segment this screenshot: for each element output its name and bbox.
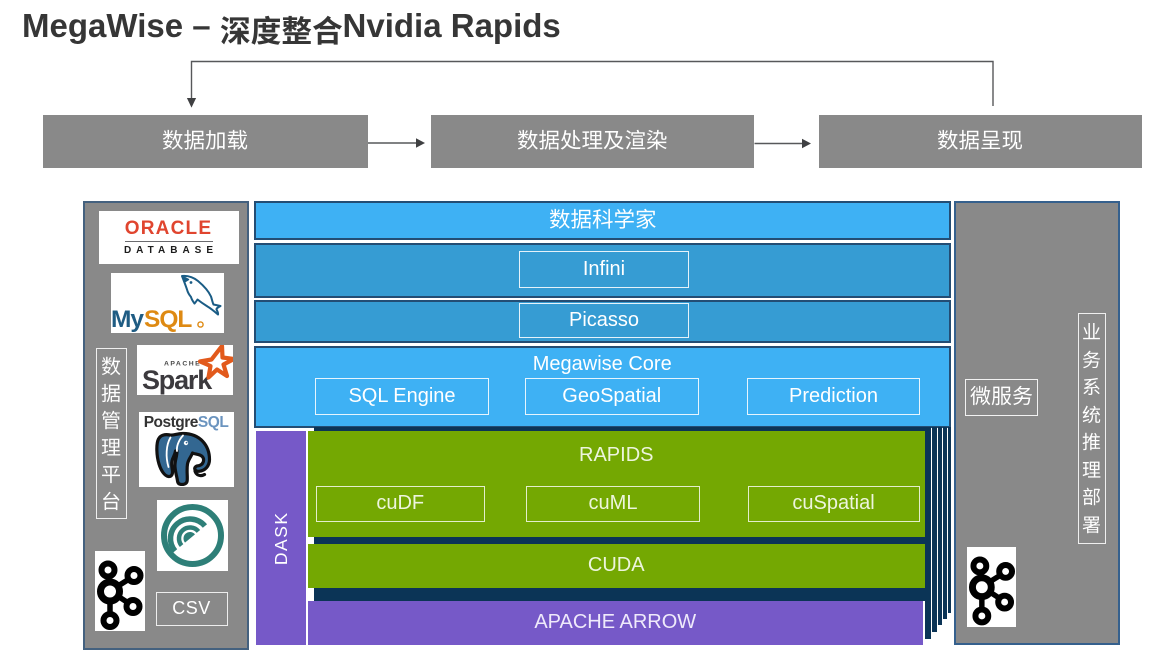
postgresql-logo-text-sql: SQL bbox=[197, 413, 229, 431]
sql-engine-button: SQL Engine bbox=[315, 378, 489, 415]
kafka-logo bbox=[94, 550, 145, 631]
cuspatial-button-label: cuSpatial bbox=[792, 492, 875, 515]
microservice-box bbox=[964, 379, 1038, 416]
flow-box-label bbox=[162, 129, 248, 154]
picasso-button: Picasso bbox=[519, 302, 689, 338]
data-management-platform-label bbox=[97, 349, 126, 518]
spark-logo-text: Spark bbox=[142, 365, 213, 395]
microservice-label bbox=[969, 385, 1033, 409]
business-system-deployment-box bbox=[1077, 312, 1106, 544]
mysql-logo-text-my: My bbox=[111, 306, 144, 333]
cudf-button: cuDF bbox=[316, 485, 485, 522]
data-management-panel: ORACLE DATABASE My SQL bbox=[83, 201, 249, 650]
csv-box: CSV bbox=[155, 591, 228, 626]
dask-bar: DASK bbox=[255, 430, 306, 645]
geospatial-button-label: GeoSpatial bbox=[562, 384, 662, 407]
flow-box-data-presentation bbox=[818, 115, 1142, 168]
oracle-logo-subtext: DATABASE bbox=[123, 244, 219, 256]
spark-logo-apache-text: APACHE bbox=[164, 360, 201, 367]
oracle-logo-rule bbox=[124, 241, 213, 243]
data-scientist-label bbox=[549, 208, 657, 233]
arrow-2-head-icon bbox=[802, 138, 811, 149]
flow-box-data-processing-rendering bbox=[430, 115, 754, 168]
megawise-core-title: Megawise Core bbox=[532, 353, 672, 375]
kafka-logo bbox=[966, 547, 1016, 627]
apache-arrow-label: APACHE ARROW bbox=[534, 611, 697, 634]
stack-3d-layer bbox=[932, 427, 937, 632]
postgresql-elephant-icon bbox=[154, 431, 211, 486]
stack-3d-layer bbox=[943, 427, 947, 619]
apache-arrow-bar: APACHE ARROW bbox=[307, 601, 923, 645]
infini-button-label: Infini bbox=[582, 257, 626, 280]
cuda-arrow-separator bbox=[314, 588, 931, 601]
prediction-button: Prediction bbox=[747, 378, 920, 415]
cuda-label: CUDA bbox=[587, 554, 645, 577]
green-block-top-border bbox=[314, 427, 931, 431]
flow-box-label bbox=[937, 129, 1023, 154]
mysql-logo: My SQL bbox=[110, 273, 224, 333]
kafka-icon bbox=[968, 556, 1015, 626]
slide-title: MegaWise – Nvidia Rapids bbox=[22, 6, 561, 45]
rapids-section: RAPIDS cuDF cuML cuSpatial bbox=[307, 430, 925, 537]
kafka-icon bbox=[96, 560, 143, 630]
spark-star-icon bbox=[197, 344, 233, 380]
data-scientist-bar bbox=[254, 200, 951, 240]
oracle-logo-text: ORACLE bbox=[124, 218, 213, 240]
cudf-button-label: cuDF bbox=[376, 492, 425, 515]
cuda-bar: CUDA bbox=[307, 543, 925, 588]
picasso-bar: Picasso bbox=[254, 300, 951, 343]
geospatial-button: GeoSpatial bbox=[525, 378, 699, 415]
postgresql-logo: PostgreSQL bbox=[138, 411, 234, 487]
stack-3d-layer bbox=[937, 427, 942, 625]
postgresql-logo-text: PostgreSQL bbox=[139, 414, 234, 432]
flow-box-data-loading bbox=[43, 115, 368, 168]
prediction-button-label: Prediction bbox=[789, 384, 878, 407]
flow-box-label bbox=[517, 129, 668, 154]
mysql-logo-dot bbox=[196, 321, 204, 328]
stack-3d-layer bbox=[925, 427, 931, 639]
oracle-database-logo: ORACLE DATABASE bbox=[98, 211, 239, 264]
infini-bar: Infini bbox=[254, 242, 951, 298]
mysql-dolphin-icon bbox=[180, 274, 221, 316]
greenplum-logo bbox=[156, 499, 228, 571]
mysql-logo-text-sql: SQL bbox=[144, 306, 192, 333]
megawise-core-panel: Megawise Core SQL Engine GeoSpatial Pred… bbox=[254, 346, 951, 428]
business-system-panel bbox=[954, 201, 1120, 645]
apache-spark-logo: APACHE Spark bbox=[136, 344, 233, 395]
cuml-button-label: cuML bbox=[588, 492, 638, 515]
postgresql-logo-text-postgre: Postgre bbox=[143, 413, 199, 431]
picasso-button-label: Picasso bbox=[568, 308, 640, 331]
sql-engine-button-label: SQL Engine bbox=[348, 384, 456, 407]
arrow-1-head-icon bbox=[416, 138, 425, 148]
data-management-platform-box bbox=[95, 347, 127, 519]
greenplum-swirl-icon bbox=[160, 503, 224, 567]
feedback-arrowhead-icon bbox=[186, 98, 197, 108]
rapids-title: RAPIDS bbox=[579, 443, 654, 466]
cuspatial-button: cuSpatial bbox=[747, 485, 920, 522]
stack-3d-layer bbox=[947, 427, 951, 613]
cuml-button: cuML bbox=[526, 485, 700, 522]
infini-button: Infini bbox=[519, 250, 689, 288]
csv-label: CSV bbox=[172, 598, 211, 618]
business-system-deployment-label bbox=[1079, 314, 1105, 543]
feedback-connector bbox=[190, 60, 994, 106]
rapids-cuda-separator bbox=[314, 537, 931, 544]
